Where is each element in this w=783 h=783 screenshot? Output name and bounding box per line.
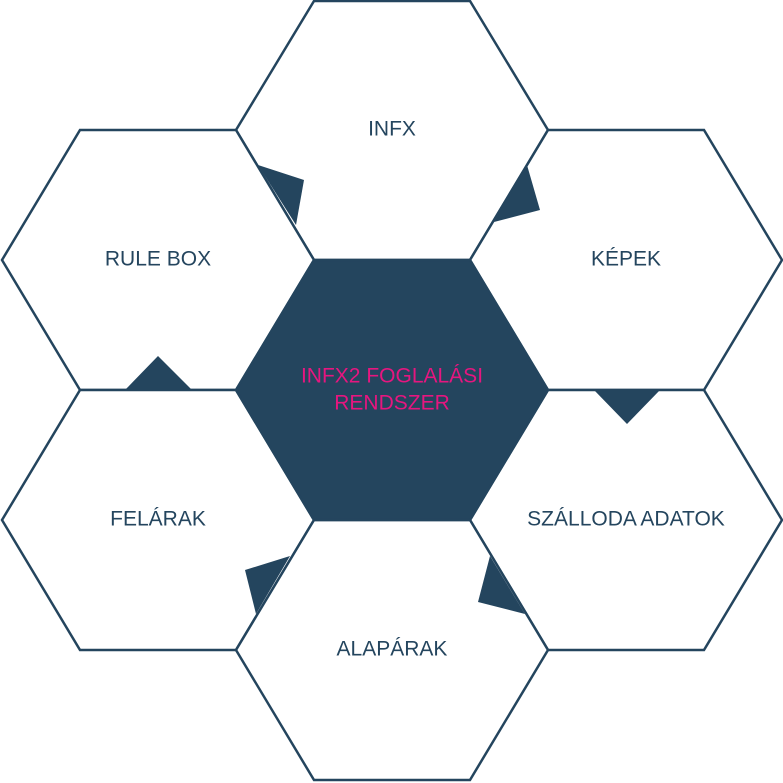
label-szalloda-adatok: SZÁLLODA ADATOK <box>527 508 725 531</box>
label-infx: INFX <box>368 118 416 141</box>
connector-arrow-left <box>125 356 192 390</box>
connector-arrow-bottom-right <box>478 556 525 614</box>
hex-center[interactable] <box>234 258 550 522</box>
label-alaparak: ALAPÁRAK <box>337 638 448 661</box>
center-title-line1: INFX2 FOGLALÁSI <box>301 365 483 388</box>
center-title-line2: RENDSZER <box>334 392 450 415</box>
connector-arrow-top-right <box>494 165 540 222</box>
connector-arrow-top-left <box>258 165 304 225</box>
connector-arrow-right <box>594 390 660 424</box>
label-felarak: FELÁRAK <box>110 508 206 531</box>
label-rule-box: RULE BOX <box>105 248 211 271</box>
connector-arrow-bottom-left <box>245 556 290 614</box>
label-kepek: KÉPEK <box>591 248 661 271</box>
